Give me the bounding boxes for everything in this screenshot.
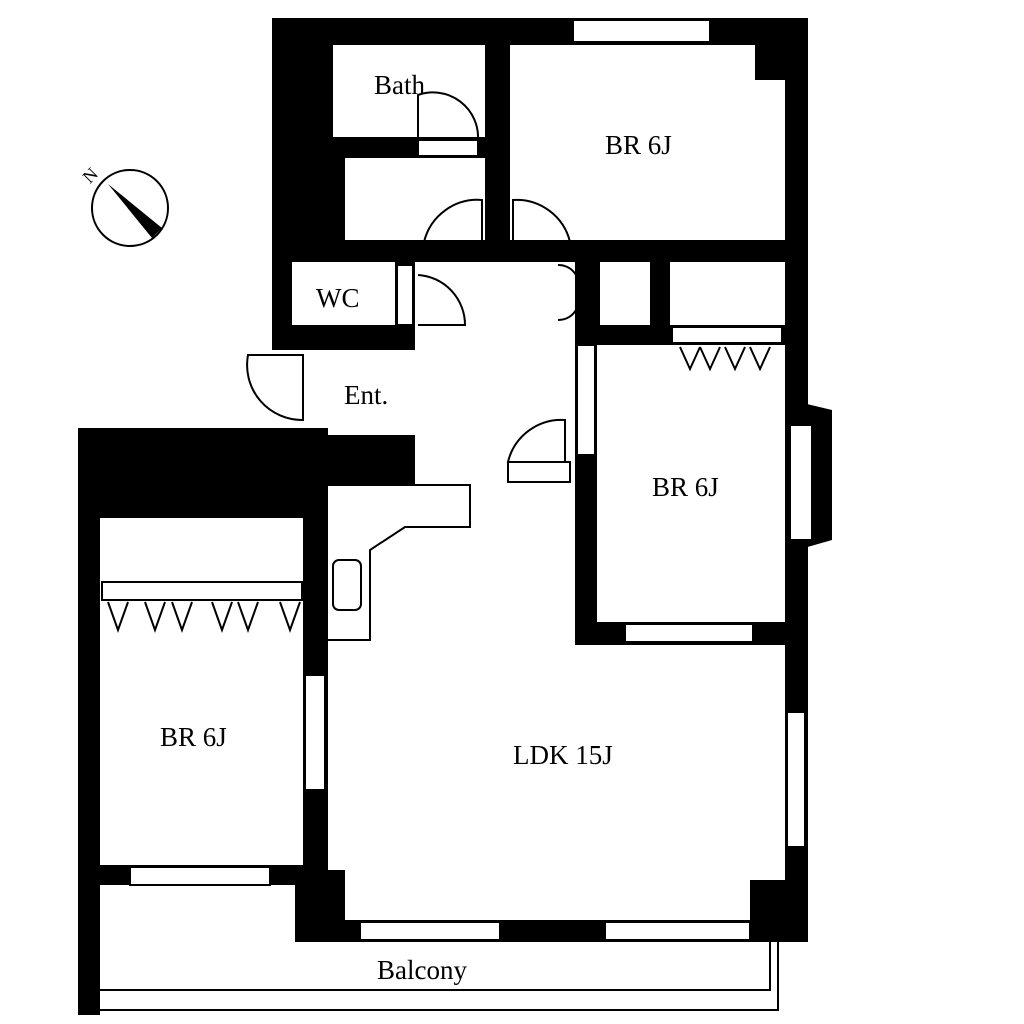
window-ldk-bottom-left [359, 921, 501, 941]
entrance-area [328, 350, 415, 435]
window-ldk-bottom-right [604, 921, 751, 941]
door-bath-sill [417, 139, 479, 157]
wall-left [78, 428, 100, 1015]
doors [246, 91, 580, 483]
compass: N [79, 164, 169, 247]
bedroom-left [100, 518, 303, 865]
balcony-rail [100, 942, 779, 1011]
door-entrance [246, 354, 304, 422]
closet-door-right [671, 326, 783, 344]
label-br-right: BR 6J [652, 472, 719, 502]
label-bath: Bath [374, 70, 425, 100]
bath-room [333, 45, 485, 137]
door-wc [417, 274, 467, 326]
closet-door-left [101, 581, 303, 601]
window-br-right-bottom [624, 623, 754, 643]
door-ldk-sill [507, 461, 571, 483]
closet-bedroom [670, 262, 785, 325]
north-arrow-icon [108, 184, 162, 238]
label-ldk: LDK 15J [513, 740, 613, 770]
door-laundry [422, 198, 483, 243]
bedroom-right [597, 345, 785, 622]
bay-window [789, 424, 813, 541]
label-br-top: BR 6J [605, 130, 672, 160]
label-entrance: Ent. [344, 380, 388, 410]
hallway [415, 262, 575, 485]
kitchen-sink [332, 559, 362, 611]
balcony [100, 942, 760, 1010]
ldk-room [328, 485, 785, 920]
window-br-left-bottom [129, 866, 271, 886]
wc-room [292, 262, 395, 325]
wc-door-frame [396, 264, 414, 326]
label-br-left: BR 6J [160, 722, 227, 752]
sliding-door-right [576, 344, 596, 456]
door-closet-hall [557, 263, 580, 322]
door-bath [417, 91, 480, 141]
window-ldk-right [786, 711, 806, 848]
washer-icon [297, 165, 337, 203]
rooms [100, 45, 785, 1010]
kitchen-counter [328, 484, 471, 641]
closet-fold-marks-left [107, 601, 301, 633]
closet-hall [600, 262, 650, 325]
sliding-door-left [304, 674, 326, 791]
door-ldk [506, 418, 566, 463]
door-br-top [512, 198, 572, 243]
windows [129, 19, 813, 941]
closet-doors [101, 326, 783, 633]
label-wc: WC [316, 283, 360, 313]
bedroom-top [510, 45, 785, 240]
closet-fold-marks-right [679, 346, 771, 372]
label-balcony: Balcony [377, 955, 467, 985]
window-top [572, 19, 711, 43]
laundry-area [345, 158, 485, 240]
